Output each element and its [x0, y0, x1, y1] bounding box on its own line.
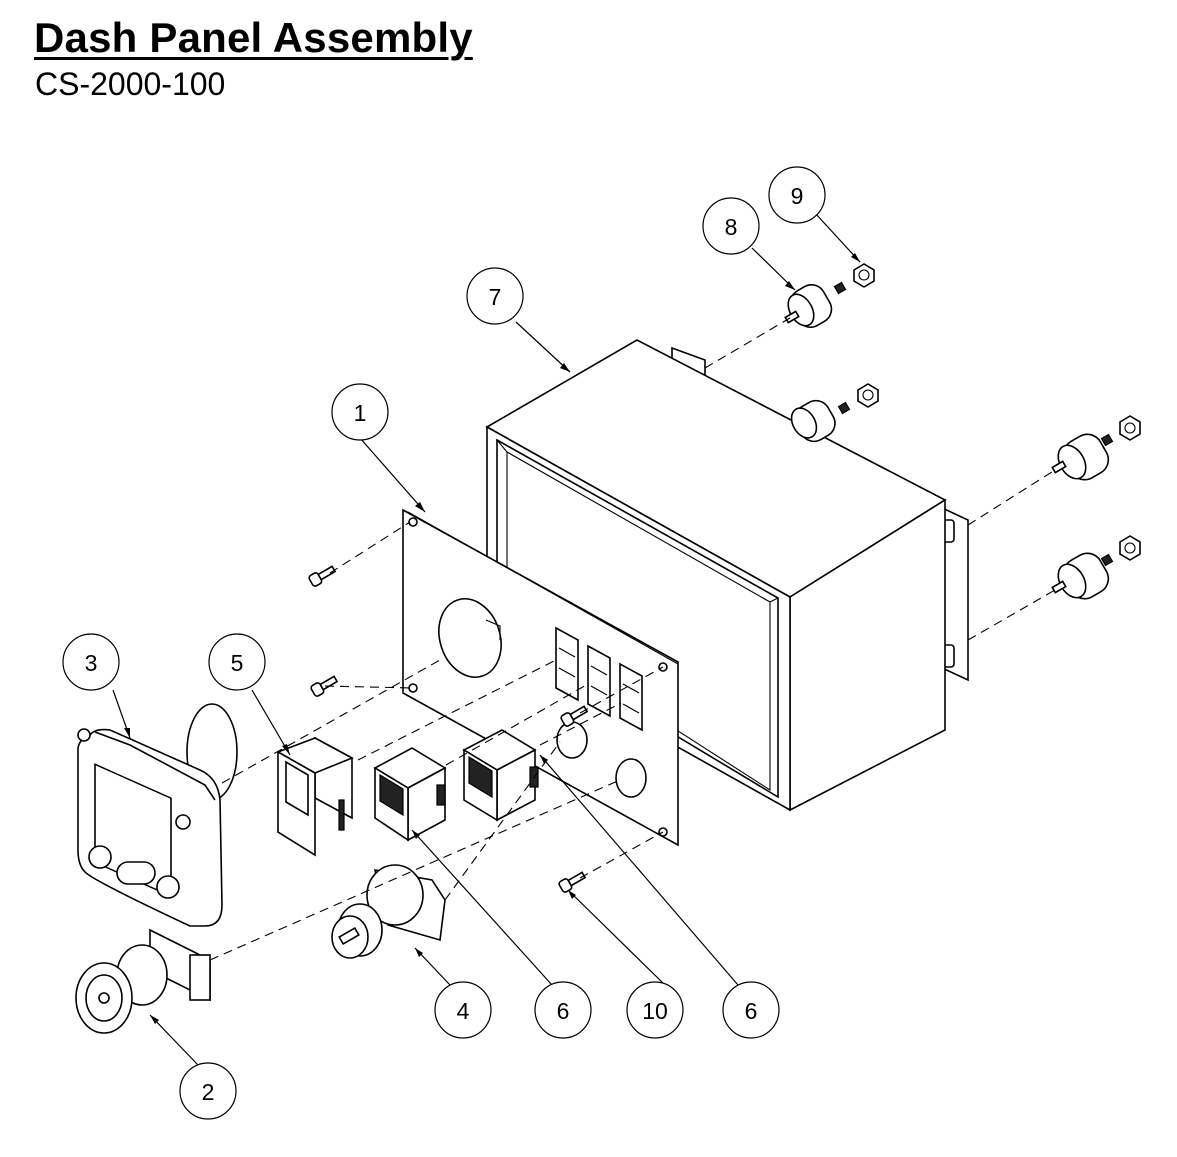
emergency-stop-switch: [75, 928, 211, 1034]
svg-text:4: 4: [457, 998, 470, 1024]
assembly-lines: [209, 317, 1056, 961]
svg-text:2: 2: [202, 1079, 215, 1105]
enclosure-box: [485, 339, 969, 812]
svg-text:10: 10: [642, 998, 668, 1024]
svg-text:8: 8: [725, 214, 738, 240]
svg-text:5: 5: [231, 650, 244, 676]
rocker-switch-5: [276, 736, 354, 857]
svg-text:3: 3: [85, 650, 98, 676]
callout-6-left: 6: [534, 981, 592, 1039]
diagram-title: Dash Panel Assembly: [34, 14, 473, 61]
dash-face-plate: [402, 508, 679, 847]
callout-3: 3: [62, 633, 120, 691]
callout-5: 5: [208, 633, 266, 691]
callout-10: 10: [626, 981, 684, 1039]
callout-8: 8: [702, 197, 760, 255]
callout-4: 4: [434, 981, 492, 1039]
svg-text:9: 9: [791, 183, 804, 209]
svg-text:7: 7: [489, 284, 502, 310]
callout-9: 9: [768, 166, 826, 224]
callout-6-right: 6: [722, 981, 780, 1039]
callout-1: 1: [331, 383, 389, 441]
key-ignition-switch: [331, 864, 446, 959]
callout-2: 2: [179, 1062, 237, 1120]
panel-screws: [308, 565, 589, 893]
svg-text:6: 6: [745, 998, 758, 1024]
callout-7: 7: [466, 267, 524, 325]
rocker-switch-6b: [462, 729, 539, 822]
digital-display-gauge: [77, 703, 238, 927]
svg-text:6: 6: [557, 998, 570, 1024]
svg-text:1: 1: [354, 400, 367, 426]
rubber-isolators: [784, 263, 1141, 600]
leader-lines: [112, 212, 861, 1066]
rocker-switch-6a: [373, 747, 447, 842]
part-number: CS-2000-100: [35, 66, 226, 102]
